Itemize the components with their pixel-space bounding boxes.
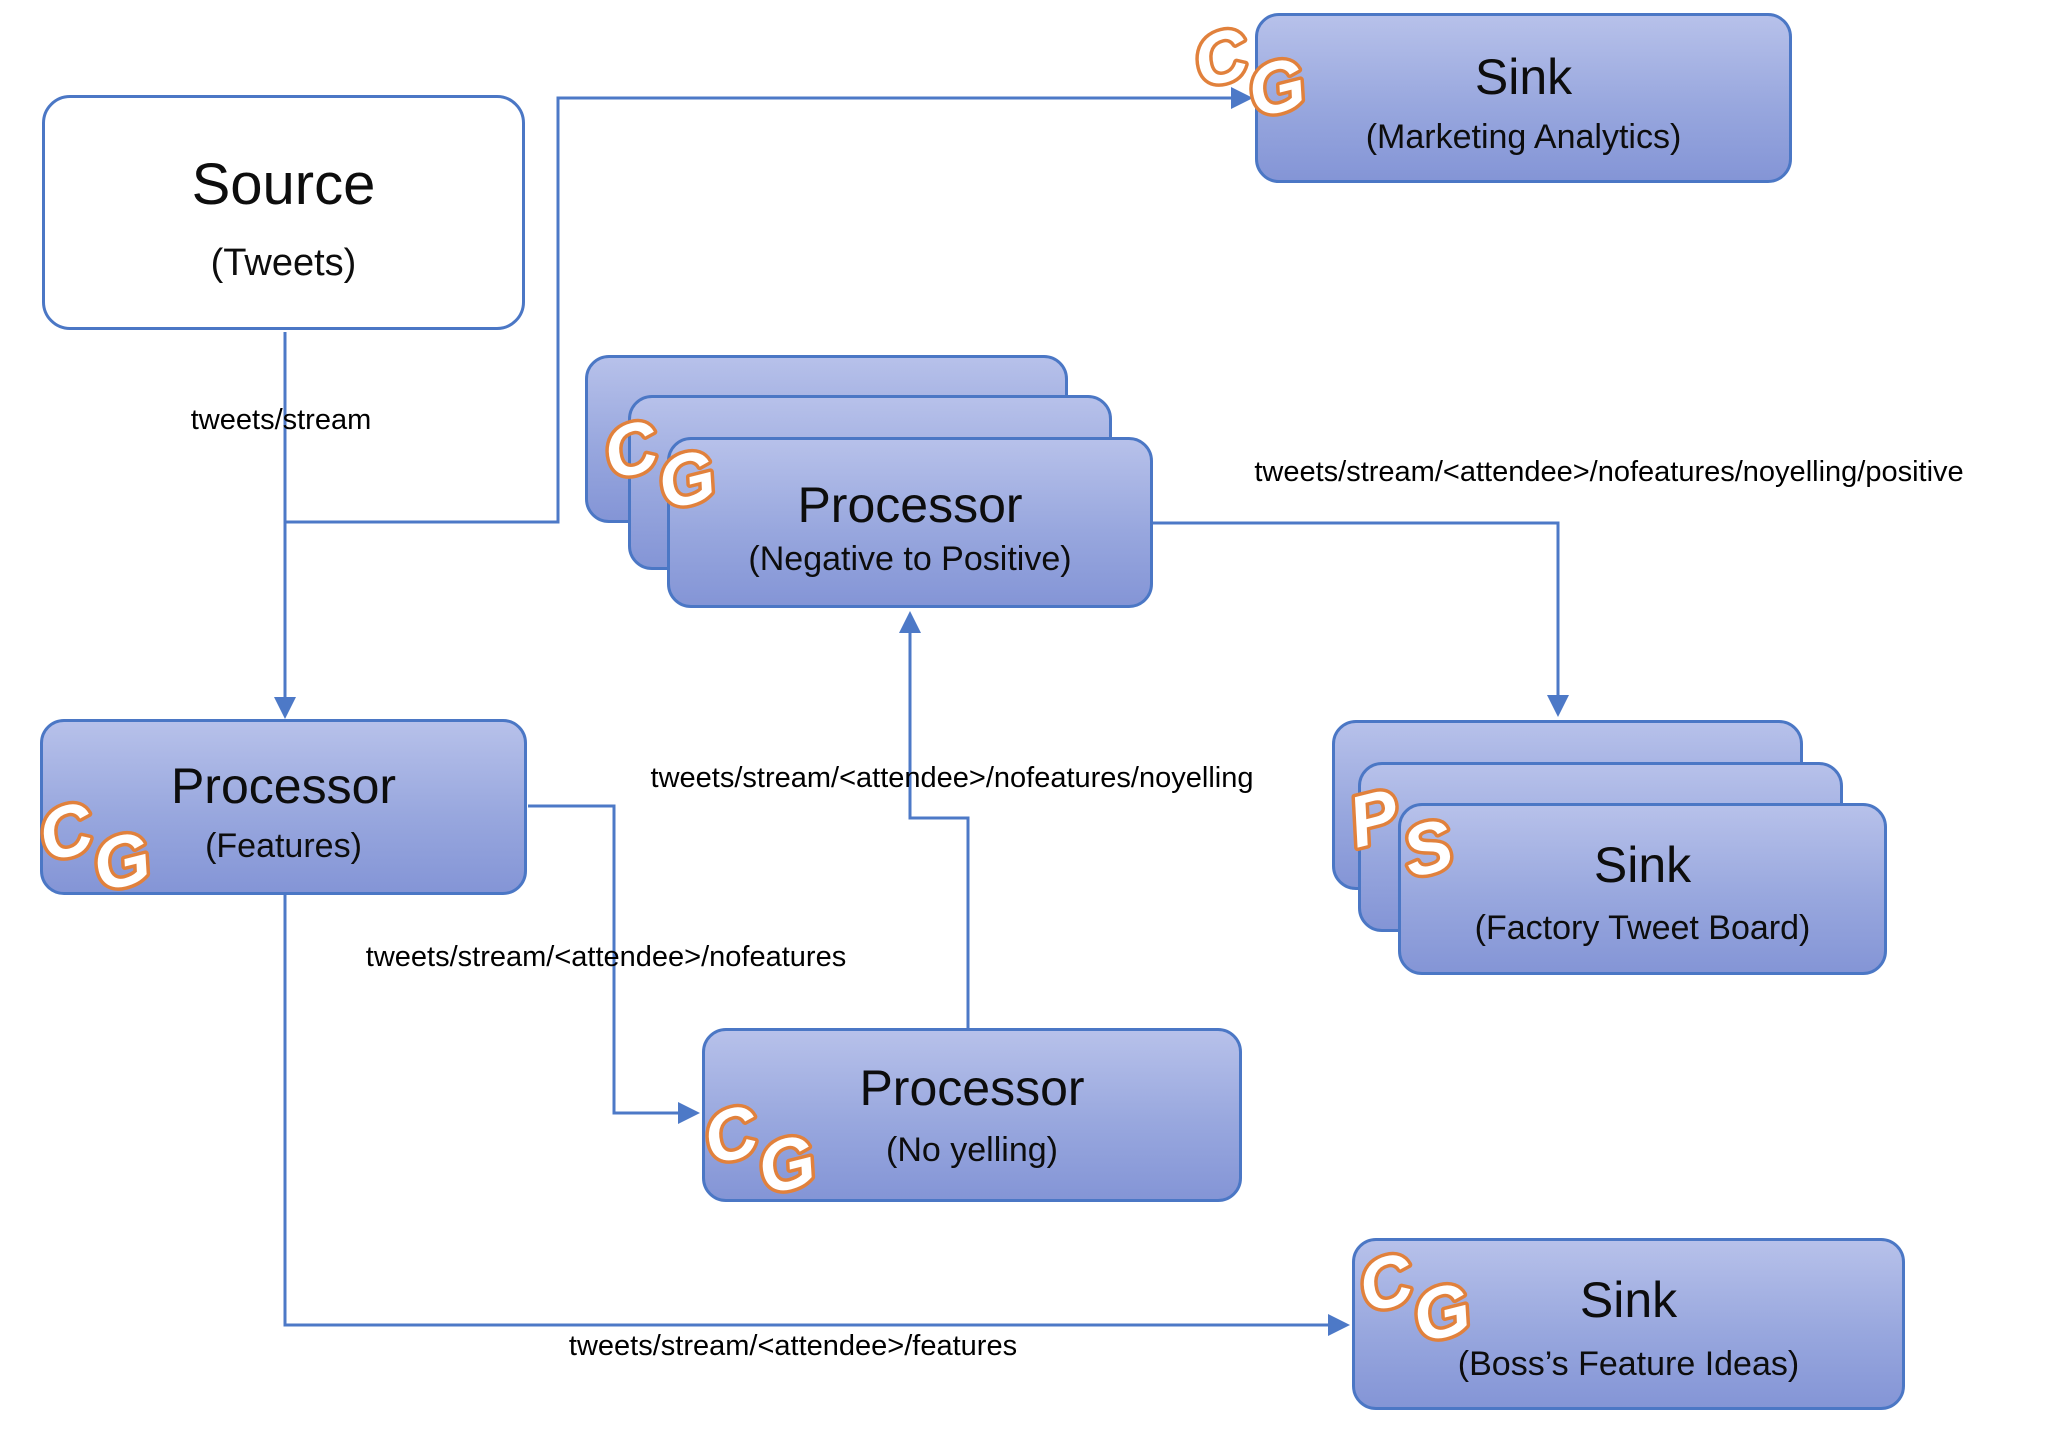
edge-negpos-to-factory bbox=[1153, 521, 1560, 697]
node-title: Processor bbox=[859, 1060, 1085, 1116]
edge-features-to-boss bbox=[283, 895, 1330, 1327]
arrowhead-into-boss bbox=[1328, 1314, 1350, 1336]
arrowhead-into-noyelling bbox=[678, 1102, 700, 1124]
arrowhead-into-negpos bbox=[899, 611, 921, 633]
node-processor-negpos: Processor (Negative to Positive) bbox=[667, 437, 1153, 608]
node-subtitle: (Marketing Analytics) bbox=[1365, 118, 1682, 156]
node-processor-features: Processor (Features) bbox=[40, 719, 527, 895]
node-source: Source (Tweets) bbox=[42, 95, 525, 330]
edge-label-features: tweets/stream/<attendee>/features bbox=[568, 1330, 1018, 1362]
node-title: Sink bbox=[1579, 1272, 1678, 1328]
arrowhead-into-marketing bbox=[1231, 87, 1253, 109]
node-subtitle: (Tweets) bbox=[210, 242, 357, 284]
arrowhead-into-features bbox=[274, 697, 296, 719]
node-title: Sink bbox=[1593, 837, 1692, 893]
node-processor-noyelling: Processor (No yelling) bbox=[702, 1028, 1242, 1202]
node-title: Sink bbox=[1474, 49, 1573, 105]
node-subtitle: (Factory Tweet Board) bbox=[1474, 909, 1811, 947]
edge-label-noyelling: tweets/stream/<attendee>/nofeatures/noye… bbox=[650, 762, 1254, 794]
node-title: Source bbox=[191, 152, 376, 217]
edge-noyelling-to-negpos bbox=[908, 631, 970, 1028]
edge-label-nofeatures: tweets/stream/<attendee>/nofeatures bbox=[365, 941, 847, 973]
node-sink-boss: Sink (Boss’s Feature Ideas) bbox=[1352, 1238, 1905, 1410]
edge-source-to-marketing bbox=[285, 96, 1233, 524]
node-subtitle: (Features) bbox=[205, 827, 362, 865]
node-sink-marketing: Sink (Marketing Analytics) bbox=[1255, 13, 1792, 183]
node-subtitle: (Boss’s Feature Ideas) bbox=[1457, 1345, 1800, 1383]
edge-label-positive: tweets/stream/<attendee>/nofeatures/noye… bbox=[1254, 456, 1964, 488]
edge-features-to-noyelling bbox=[528, 804, 680, 1115]
edge-label-tweets-stream: tweets/stream bbox=[190, 404, 372, 436]
node-title: Processor bbox=[797, 477, 1023, 533]
node-sink-factory: Sink (Factory Tweet Board) bbox=[1398, 803, 1887, 975]
arrowhead-into-factory bbox=[1547, 695, 1569, 717]
node-subtitle: (No yelling) bbox=[886, 1131, 1058, 1169]
node-title: Processor bbox=[170, 758, 397, 814]
node-subtitle: (Negative to Positive) bbox=[748, 540, 1072, 578]
